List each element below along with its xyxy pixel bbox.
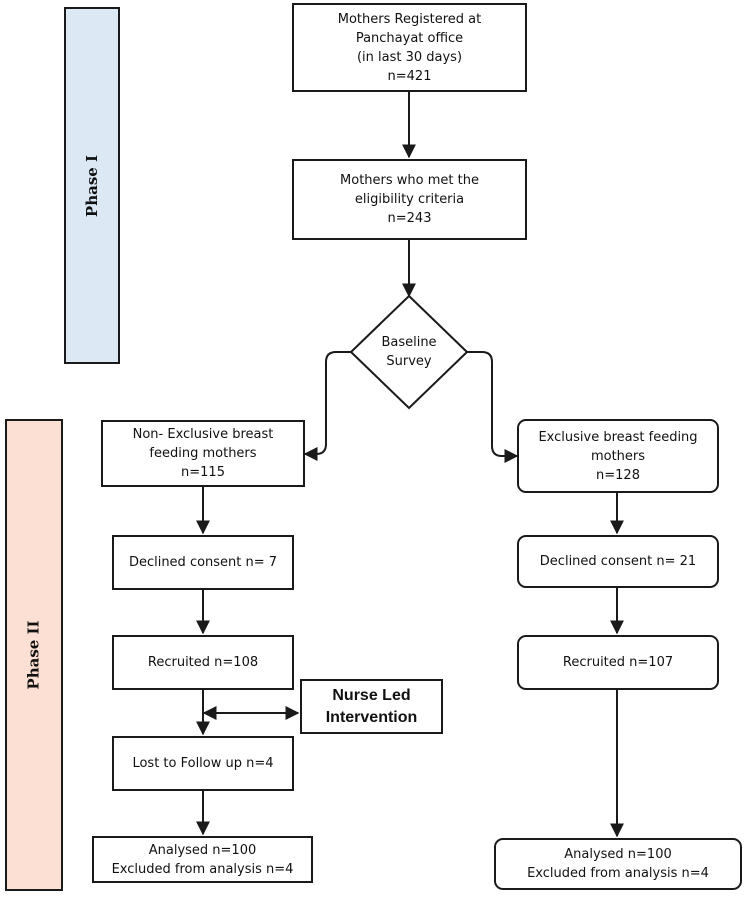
non-exclusive-mothers-box: Non- Exclusive breast feeding mothers n=… bbox=[101, 420, 305, 487]
right-declined-consent-box: Declined consent n= 21 bbox=[517, 535, 719, 588]
exclusive-mothers-box: Exclusive breast feeding mothers n=128 bbox=[517, 419, 719, 493]
nurse-led-intervention-box: Nurse Led Intervention bbox=[300, 679, 443, 734]
left-recruited-box: Recruited n=108 bbox=[112, 635, 294, 690]
right-analysed-box: Analysed n=100 Excluded from analysis n=… bbox=[494, 838, 742, 890]
eligible-mothers-box: Mothers who met the eligibility criteria… bbox=[292, 159, 527, 240]
left-declined-consent-box: Declined consent n= 7 bbox=[112, 535, 294, 590]
arrow-survey-to-non-exclusive bbox=[303, 351, 351, 461]
baseline-survey-diamond bbox=[349, 294, 469, 410]
registered-mothers-box: Mothers Registered at Panchayat office (… bbox=[292, 3, 527, 92]
phase-two-label: Phase II bbox=[25, 620, 43, 690]
right-recruited-box: Recruited n=107 bbox=[517, 635, 719, 690]
arrow-survey-to-exclusive bbox=[467, 351, 519, 463]
left-analysed-box: Analysed n=100 Excluded from analysis n=… bbox=[92, 836, 313, 883]
phase-one-bar: Phase I bbox=[64, 7, 120, 364]
lost-to-follow-up-box: Lost to Follow up n=4 bbox=[112, 736, 294, 791]
phase-two-bar: Phase II bbox=[5, 419, 63, 891]
phase-one-label: Phase I bbox=[83, 154, 102, 217]
baseline-survey-label: Baseline Survey bbox=[381, 335, 437, 369]
